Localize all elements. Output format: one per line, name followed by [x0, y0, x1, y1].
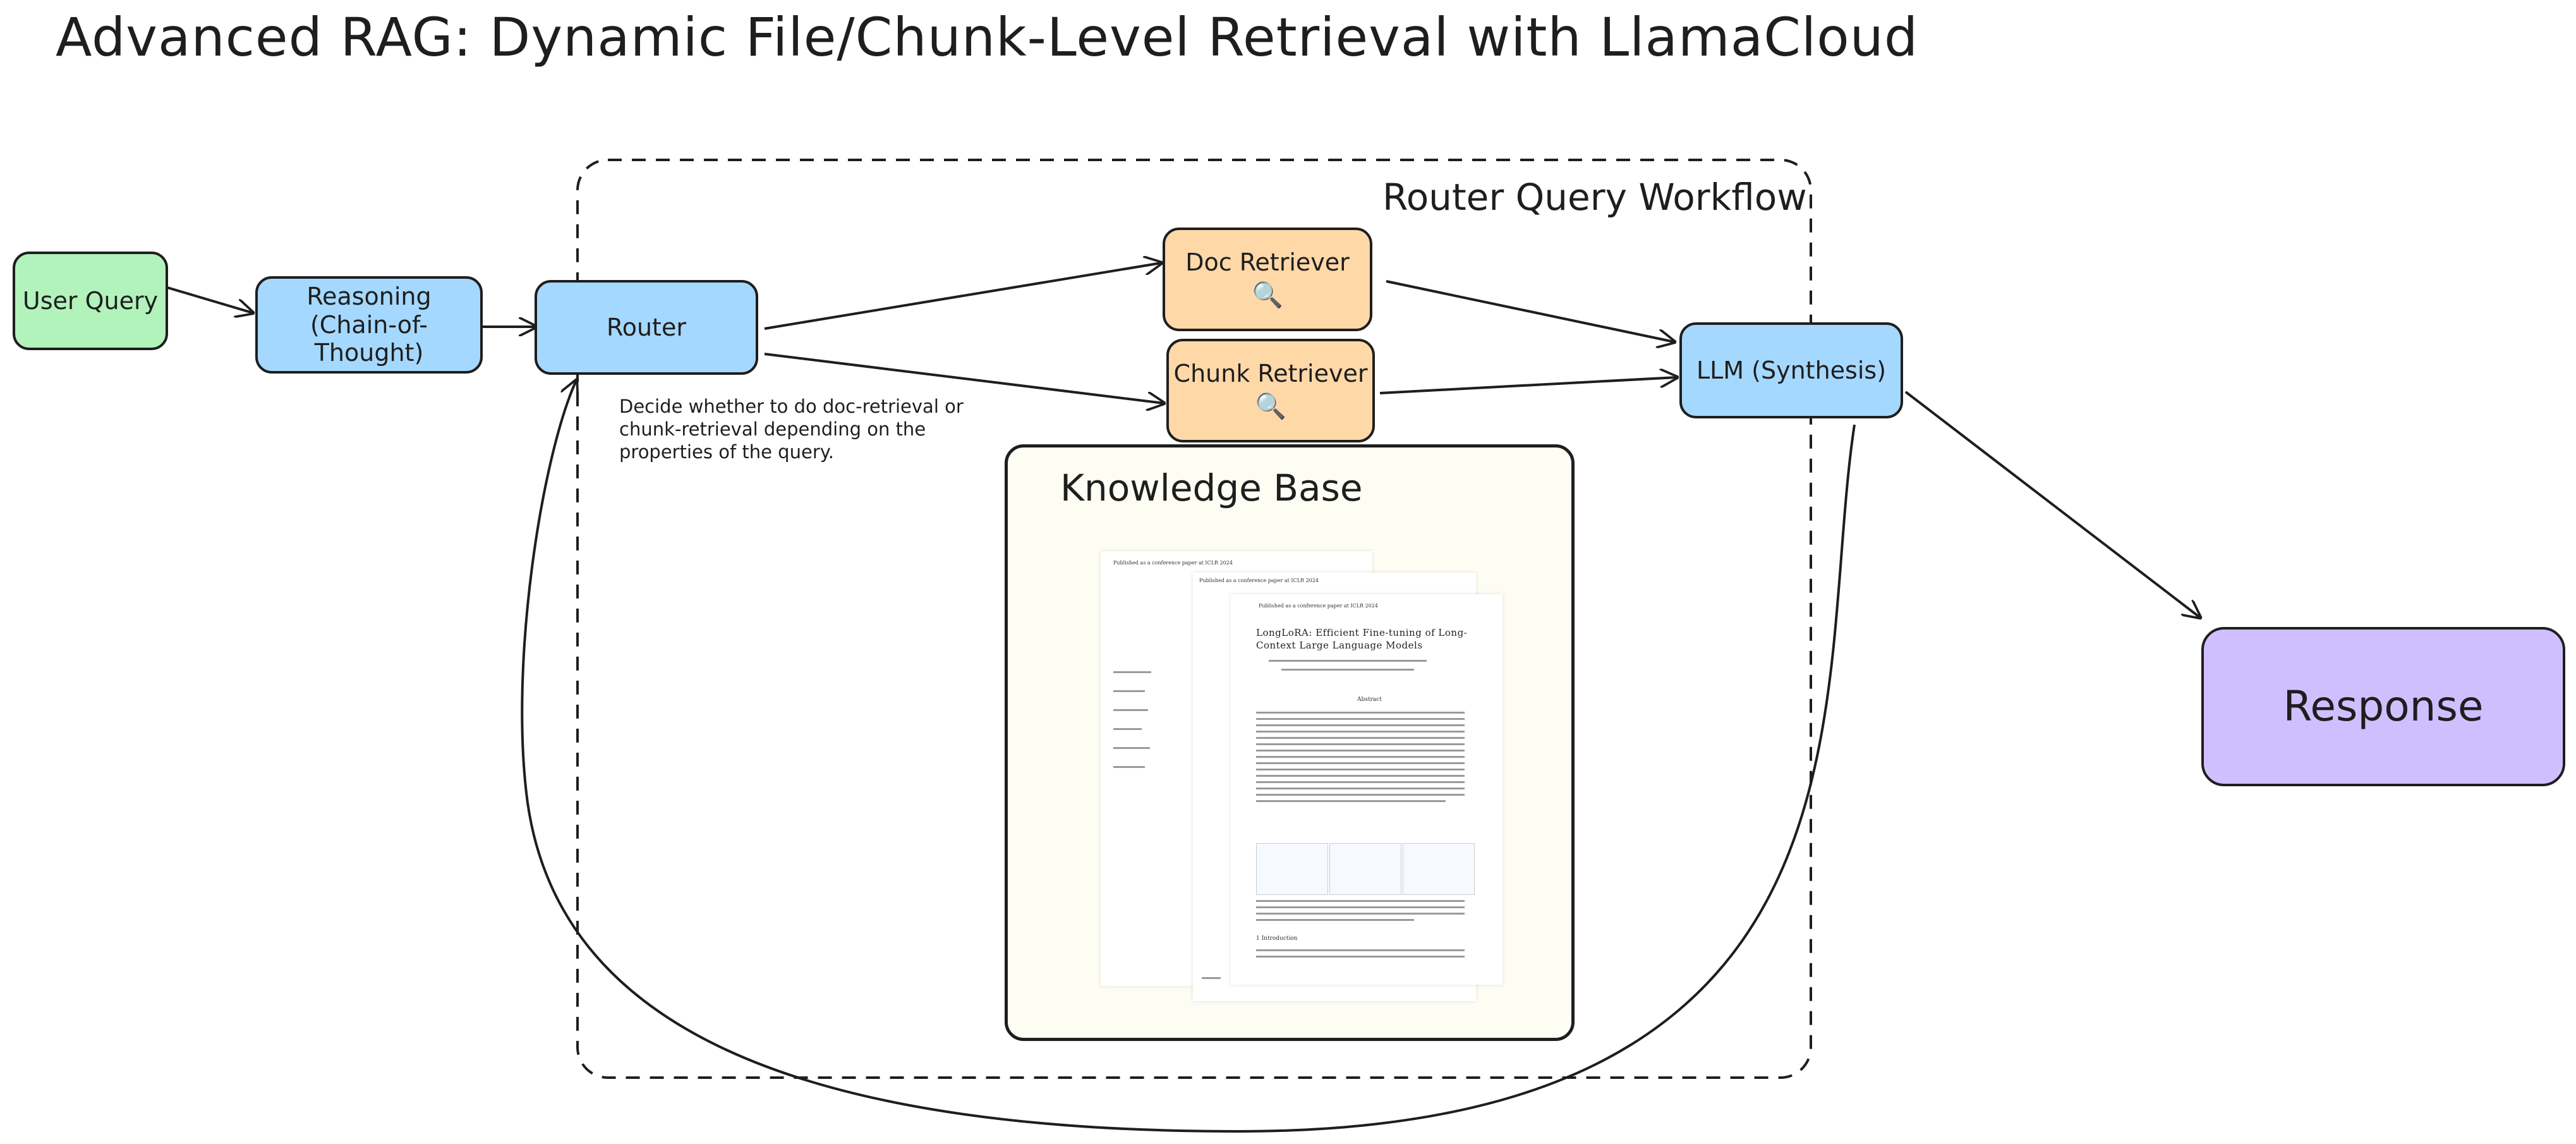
magnifier-icon: 🔍	[1255, 391, 1286, 421]
magnifier-icon: 🔍	[1252, 280, 1283, 310]
arrow-query-to-reasoning	[167, 286, 253, 313]
chunk-retriever-label: Chunk Retriever	[1173, 359, 1368, 387]
paper-title-line2: Context Large Language Models	[1256, 640, 1423, 651]
paper-abstract-label: Abstract	[1357, 697, 1382, 703]
arrow-llm-to-response	[1904, 391, 2200, 618]
arrow-router-to-chunk	[764, 353, 1164, 403]
router-note: Decide whether to do doc-retrieval or ch…	[619, 396, 964, 463]
arrow-doc-to-llm	[1386, 280, 1674, 342]
workflow-boundary	[576, 159, 1812, 1079]
arrow-router-to-doc	[764, 263, 1161, 330]
paper-figure-3	[1403, 843, 1475, 895]
paper-title-line1: LongLoRA: Efficient Fine-tuning of Long-	[1256, 627, 1468, 638]
user-query-node: User Query	[13, 252, 168, 350]
arrow-chunk-to-llm	[1379, 377, 1677, 394]
llm-synthesis-label: LLM (Synthesis)	[1696, 356, 1887, 384]
doc-retriever-label: Doc Retriever	[1185, 248, 1350, 276]
workflow-label: Router Query Workflow	[1382, 176, 1807, 219]
reasoning-node: Reasoning (Chain-of-Thought)	[255, 276, 483, 374]
llm-synthesis-node: LLM (Synthesis)	[1679, 322, 1903, 418]
paper-header: Published as a conference paper at ICLR …	[1113, 560, 1233, 566]
chunk-retriever-node: Chunk Retriever 🔍	[1166, 339, 1375, 442]
response-node: Response	[2201, 627, 2565, 786]
router-label: Router	[607, 313, 686, 341]
router-node: Router	[535, 280, 758, 375]
response-label: Response	[2283, 682, 2484, 731]
diagram-title: Advanced RAG: Dynamic File/Chunk-Level R…	[56, 6, 1919, 68]
paper-page-front: Published as a conference paper at ICLR …	[1231, 594, 1503, 985]
knowledge-base-title: Knowledge Base	[1060, 466, 1363, 509]
paper-intro-label: 1 Introduction	[1256, 935, 1298, 942]
reasoning-label: Reasoning (Chain-of-Thought)	[306, 282, 432, 367]
paper-header: Published as a conference paper at ICLR …	[1199, 578, 1319, 583]
paper-header: Published as a conference paper at ICLR …	[1259, 603, 1378, 609]
user-query-label: User Query	[22, 286, 159, 315]
paper-figure-1	[1256, 843, 1328, 895]
arrow-llm-loop-to-router	[521, 380, 1856, 1133]
paper-figure-2	[1329, 843, 1401, 895]
doc-retriever-node: Doc Retriever 🔍	[1163, 228, 1372, 331]
